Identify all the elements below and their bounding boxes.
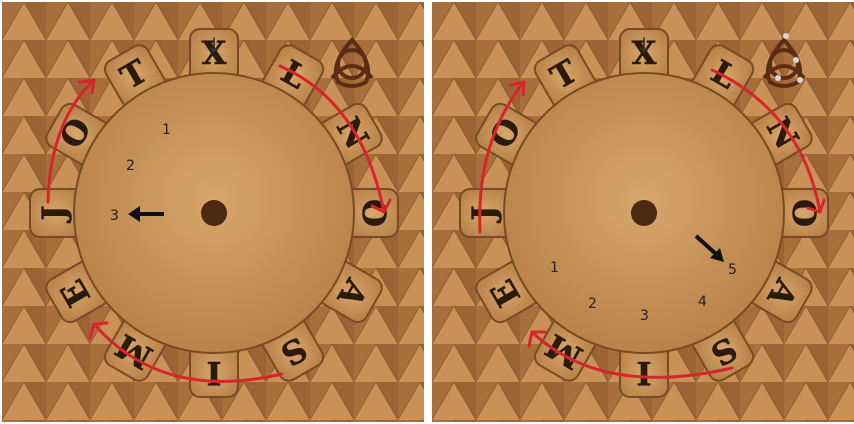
wheel-letter: J bbox=[35, 205, 73, 223]
wheel-center-hole bbox=[631, 200, 657, 226]
step-label: 1 bbox=[162, 122, 171, 138]
step-label: 4 bbox=[698, 294, 707, 310]
step-label: 2 bbox=[126, 158, 135, 174]
step-label: 5 bbox=[728, 262, 737, 278]
step-label: 2 bbox=[588, 296, 597, 312]
wheel-letter: I bbox=[207, 354, 222, 392]
step-label: 3 bbox=[110, 208, 119, 224]
wheel-letter: I bbox=[637, 354, 652, 392]
wheel-letter: J bbox=[465, 205, 503, 223]
step-label: 1 bbox=[550, 260, 559, 276]
down-arrow-icon: ↓ bbox=[636, 33, 653, 57]
down-arrow-icon: ↓ bbox=[206, 33, 223, 57]
wheel-center-hole bbox=[201, 200, 227, 226]
step-label: 3 bbox=[640, 308, 649, 324]
